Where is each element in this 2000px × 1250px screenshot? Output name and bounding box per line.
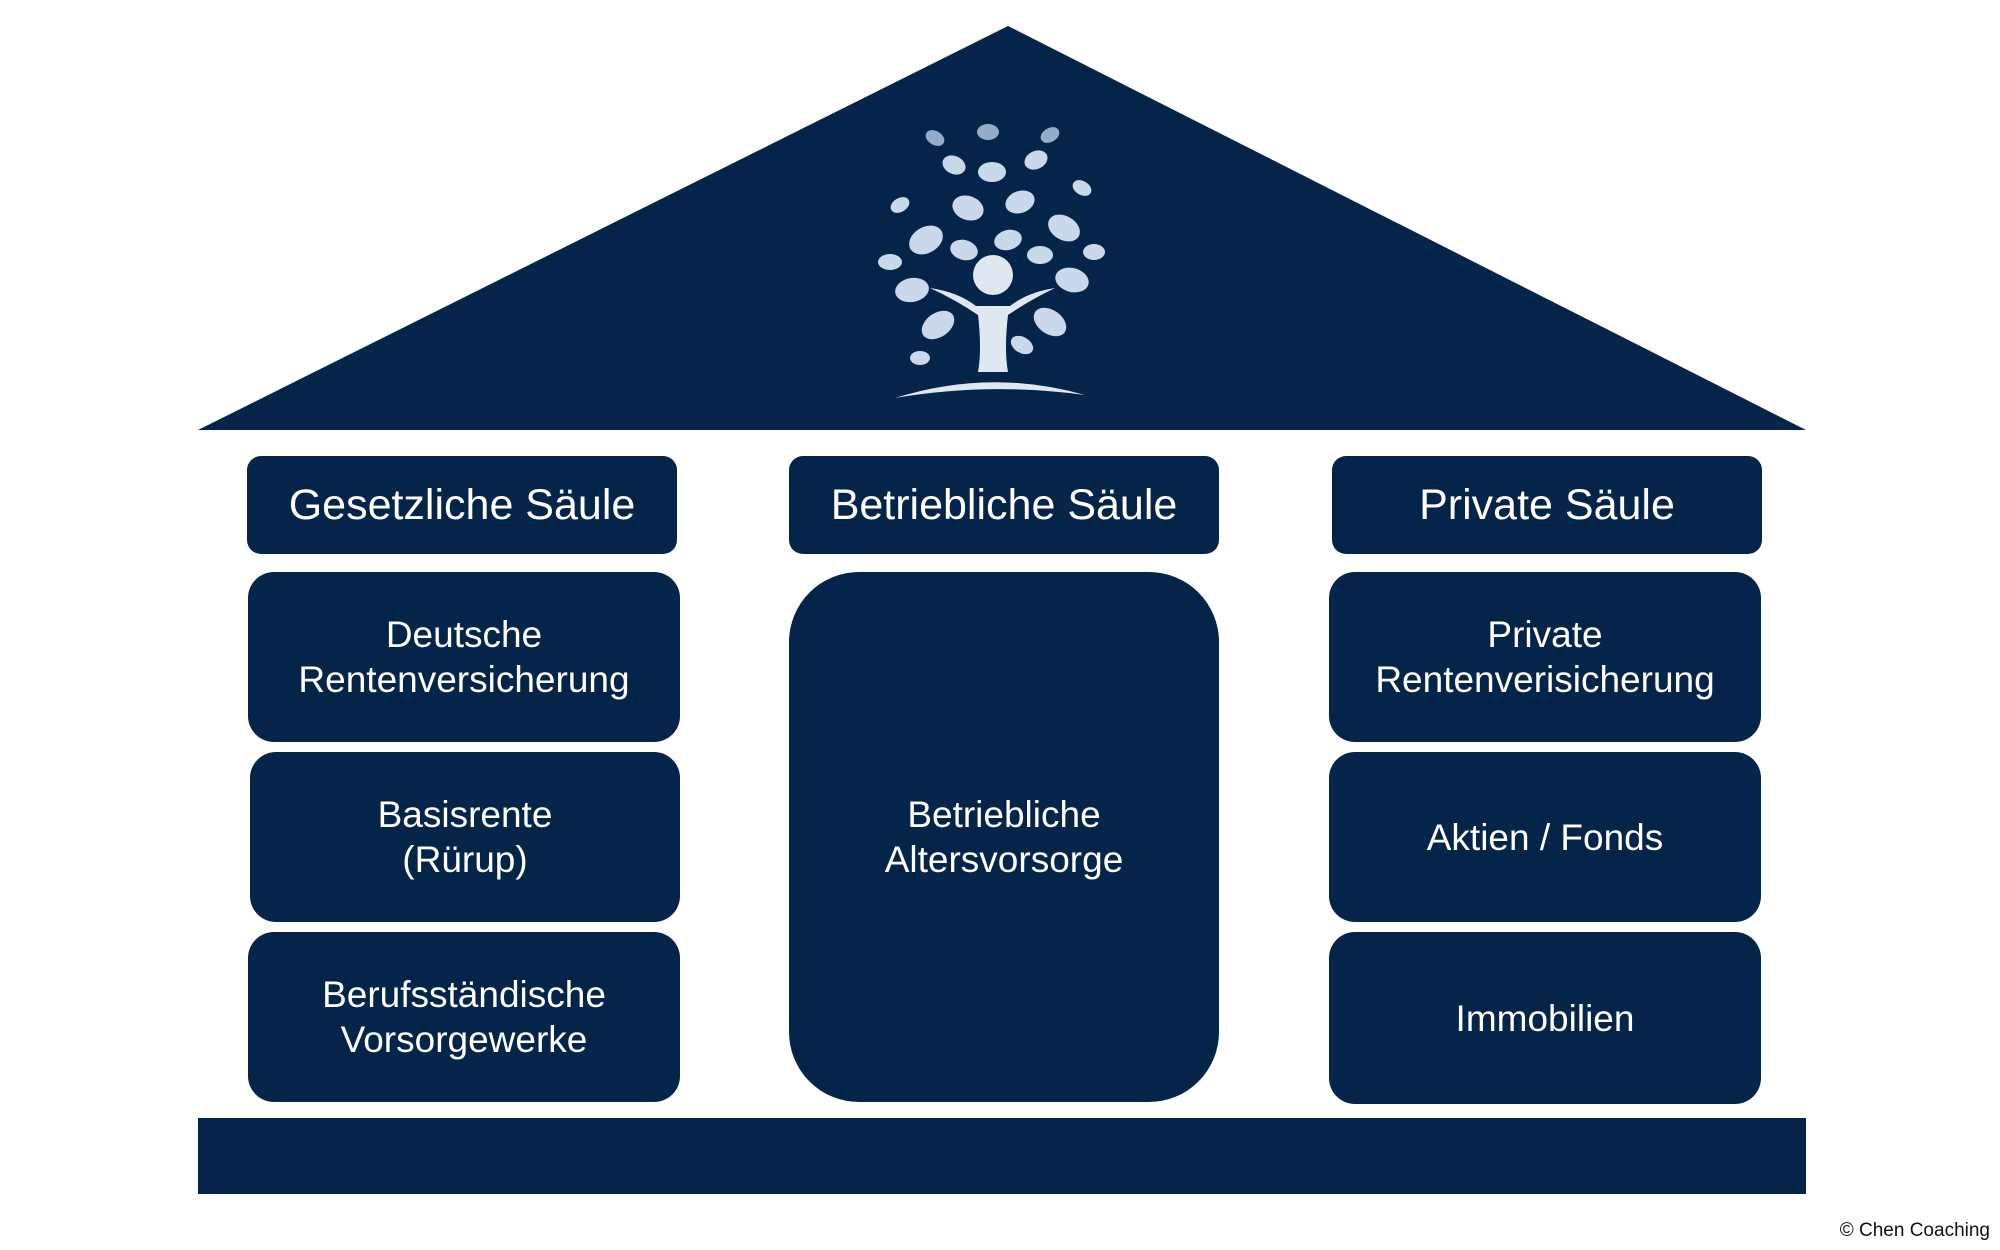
pillar-item-label: Private Rentenverisicherung xyxy=(1375,614,1715,700)
pillar-item-deutsche-rentenversicherung: Deutsche Rentenversicherung xyxy=(248,572,680,742)
pillar-item-basisrente: Basisrente (Rürup) xyxy=(250,752,680,922)
column-header-label: Betriebliche Säule xyxy=(830,480,1178,529)
pillar-item-aktien-fonds: Aktien / Fonds xyxy=(1329,752,1761,922)
roof-triangle xyxy=(198,26,1806,430)
copyright-text: © Chen Coaching xyxy=(1839,1220,1990,1241)
pillar-item-label: Aktien / Fonds xyxy=(1426,816,1664,858)
pillar-item-label: Berufsständische Vorsorgewerke xyxy=(322,974,606,1060)
column-header-label: Gesetzliche Säule xyxy=(288,480,636,529)
pillar-item-label: Basisrente (Rürup) xyxy=(377,794,553,880)
pillar-item-berufsstaendische-vorsorgewerke: Berufsständische Vorsorgewerke xyxy=(248,932,680,1102)
column-header-betriebliche: Betriebliche Säule xyxy=(789,456,1219,554)
roof xyxy=(198,26,1806,430)
pillar-item-immobilien: Immobilien xyxy=(1329,932,1761,1104)
tree-of-hands-icon xyxy=(878,124,1105,398)
column-header-gesetzliche: Gesetzliche Säule xyxy=(247,456,677,554)
pillar-item-label: Betriebliche Altersvorsorge xyxy=(884,794,1124,880)
column-header-label: Private Säule xyxy=(1419,480,1675,529)
pillar-item-label: Deutsche Rentenversicherung xyxy=(298,614,630,700)
pillar-item-label: Immobilien xyxy=(1455,997,1635,1039)
column-header-private: Private Säule xyxy=(1332,456,1762,554)
pillar-item-private-rentenversicherung: Private Rentenverisicherung xyxy=(1329,572,1761,742)
pillar-item-betriebliche-altersvorsorge: Betriebliche Altersvorsorge xyxy=(789,572,1219,1102)
foundation xyxy=(198,1118,1806,1194)
